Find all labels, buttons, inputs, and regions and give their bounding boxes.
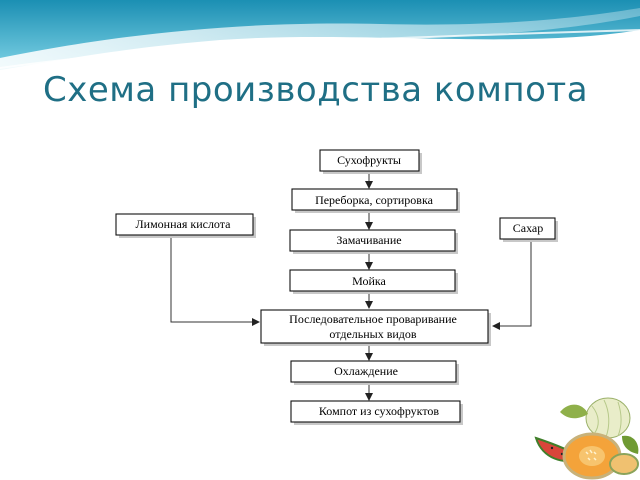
flow-connectors [170, 172, 532, 401]
flow-step-dried-fruit: Сухофрукты [319, 149, 422, 174]
step-label: Замачивание [336, 233, 401, 247]
step-label-line1: Последовательное проваривание [289, 312, 457, 326]
melon-leaf-right [622, 435, 639, 454]
header-banner [0, 0, 640, 74]
arrow-left-input [170, 236, 260, 326]
input-label: Сахар [513, 221, 544, 235]
step-label: Сухофрукты [337, 153, 401, 167]
step-label: Компот из сухофруктов [319, 404, 440, 418]
step-label: Охлаждение [334, 364, 398, 378]
melon-wedge [609, 453, 639, 475]
melon-stripes [591, 399, 622, 438]
watermelon-seed [550, 446, 554, 450]
arrow-right-input [492, 240, 532, 330]
flow-step-cooling: Охлаждение [290, 360, 459, 385]
step-label-line2: отдельных видов [329, 327, 416, 341]
flow-input-sugar: Сахар [499, 217, 558, 242]
banner-wave-light [0, 8, 640, 74]
flow-step-washing: Мойка [289, 269, 458, 294]
melon-leaf-left [560, 404, 588, 419]
step-label: Мойка [352, 274, 386, 288]
flow-step-sorting: Переборка, сортировка [291, 188, 460, 213]
step-label: Переборка, сортировка [315, 193, 434, 207]
flow-step-boiling: Последовательное проваривание отдельных … [260, 309, 491, 346]
banner-streak [0, 29, 640, 69]
cantaloupe-core [579, 446, 605, 466]
flow-step-compote: Компот из сухофруктов [290, 400, 463, 425]
flow-step-soaking: Замачивание [289, 229, 458, 254]
slide-title: Схема производства компота [43, 70, 589, 110]
flow-input-citric-acid: Лимонная кислота [115, 213, 256, 238]
input-label: Лимонная кислота [136, 217, 232, 231]
cantaloupe-seeds [585, 449, 597, 461]
melon-fruit-illustration [534, 397, 639, 480]
